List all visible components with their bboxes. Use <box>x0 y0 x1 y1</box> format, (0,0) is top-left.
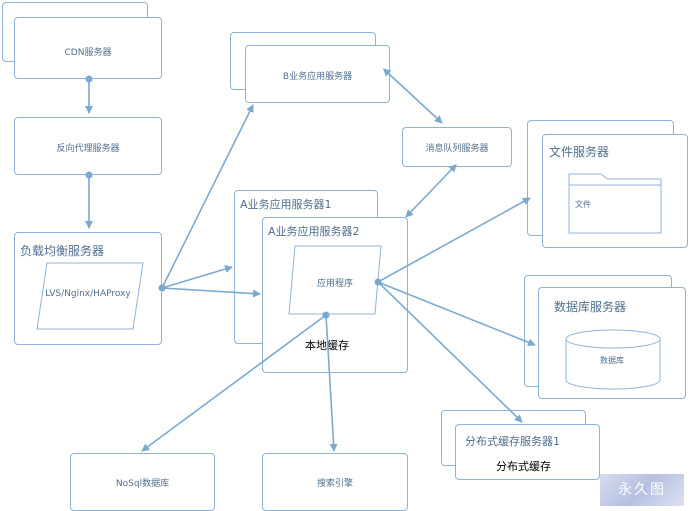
file-server-label: 文件服务器 <box>549 145 610 159</box>
b-app-server-label: B业务应用服务器 <box>282 72 353 82</box>
dist-cache-server: 分布式缓存服务器1 分布式缓存 <box>455 424 600 480</box>
app-program-shape <box>288 245 382 315</box>
mq-server: 消息队列服务器 <box>402 127 512 167</box>
file-label: 文件 <box>575 200 591 209</box>
db-server: 数据库服务器 数据库 <box>538 287 686 399</box>
database-label: 数据库 <box>600 356 624 365</box>
load-balancer-label: 负载均衡服务器 <box>20 244 105 258</box>
a-app-server-1-label: A业务应用服务器1 <box>240 198 332 211</box>
search-label: 搜索引擎 <box>316 479 353 489</box>
edge-b-app-to-mq <box>382 68 443 124</box>
edge-mq-to-a-app2 <box>405 163 457 218</box>
load-balancer-software-shape <box>36 262 144 330</box>
local-cache-label: 本地缓存 <box>305 339 349 352</box>
load-balancer-server: 负载均衡服务器 LVS/Nginx/HAProxy <box>14 232 162 345</box>
database-cylinder-icon <box>565 329 661 390</box>
watermark-logo: 永久图 <box>600 474 684 506</box>
file-folder-icon <box>568 173 662 234</box>
dist-cache-server-label: 分布式缓存服务器1 <box>465 435 560 448</box>
mq-server-label: 消息队列服务器 <box>425 144 489 154</box>
app-program-label: 应用程序 <box>316 279 353 289</box>
a-app-server-2-label: A业务应用服务器2 <box>268 225 360 238</box>
load-balancer-software-label: LVS/Nginx/HAProxy <box>45 289 131 299</box>
edge-lb-to-a-app1 <box>161 265 233 289</box>
a-app-server-2: A业务应用服务器2 应用程序 本地缓存 <box>262 217 408 373</box>
search-engine: 搜索引擎 <box>262 453 408 511</box>
reverse-proxy-label: 反向代理服务器 <box>56 144 120 154</box>
file-server: 文件服务器 文件 <box>542 134 688 248</box>
cdn-server-label: CDN服务器 <box>64 48 112 58</box>
nosql-label: NoSql数据库 <box>115 479 170 489</box>
nosql-database: NoSql数据库 <box>70 453 215 511</box>
reverse-proxy-server: 反向代理服务器 <box>14 117 162 175</box>
db-server-label: 数据库服务器 <box>554 300 627 314</box>
dist-cache-label: 分布式缓存 <box>496 460 551 473</box>
cdn-server: CDN服务器 <box>14 17 162 79</box>
b-app-server: B业务应用服务器 <box>245 45 390 103</box>
